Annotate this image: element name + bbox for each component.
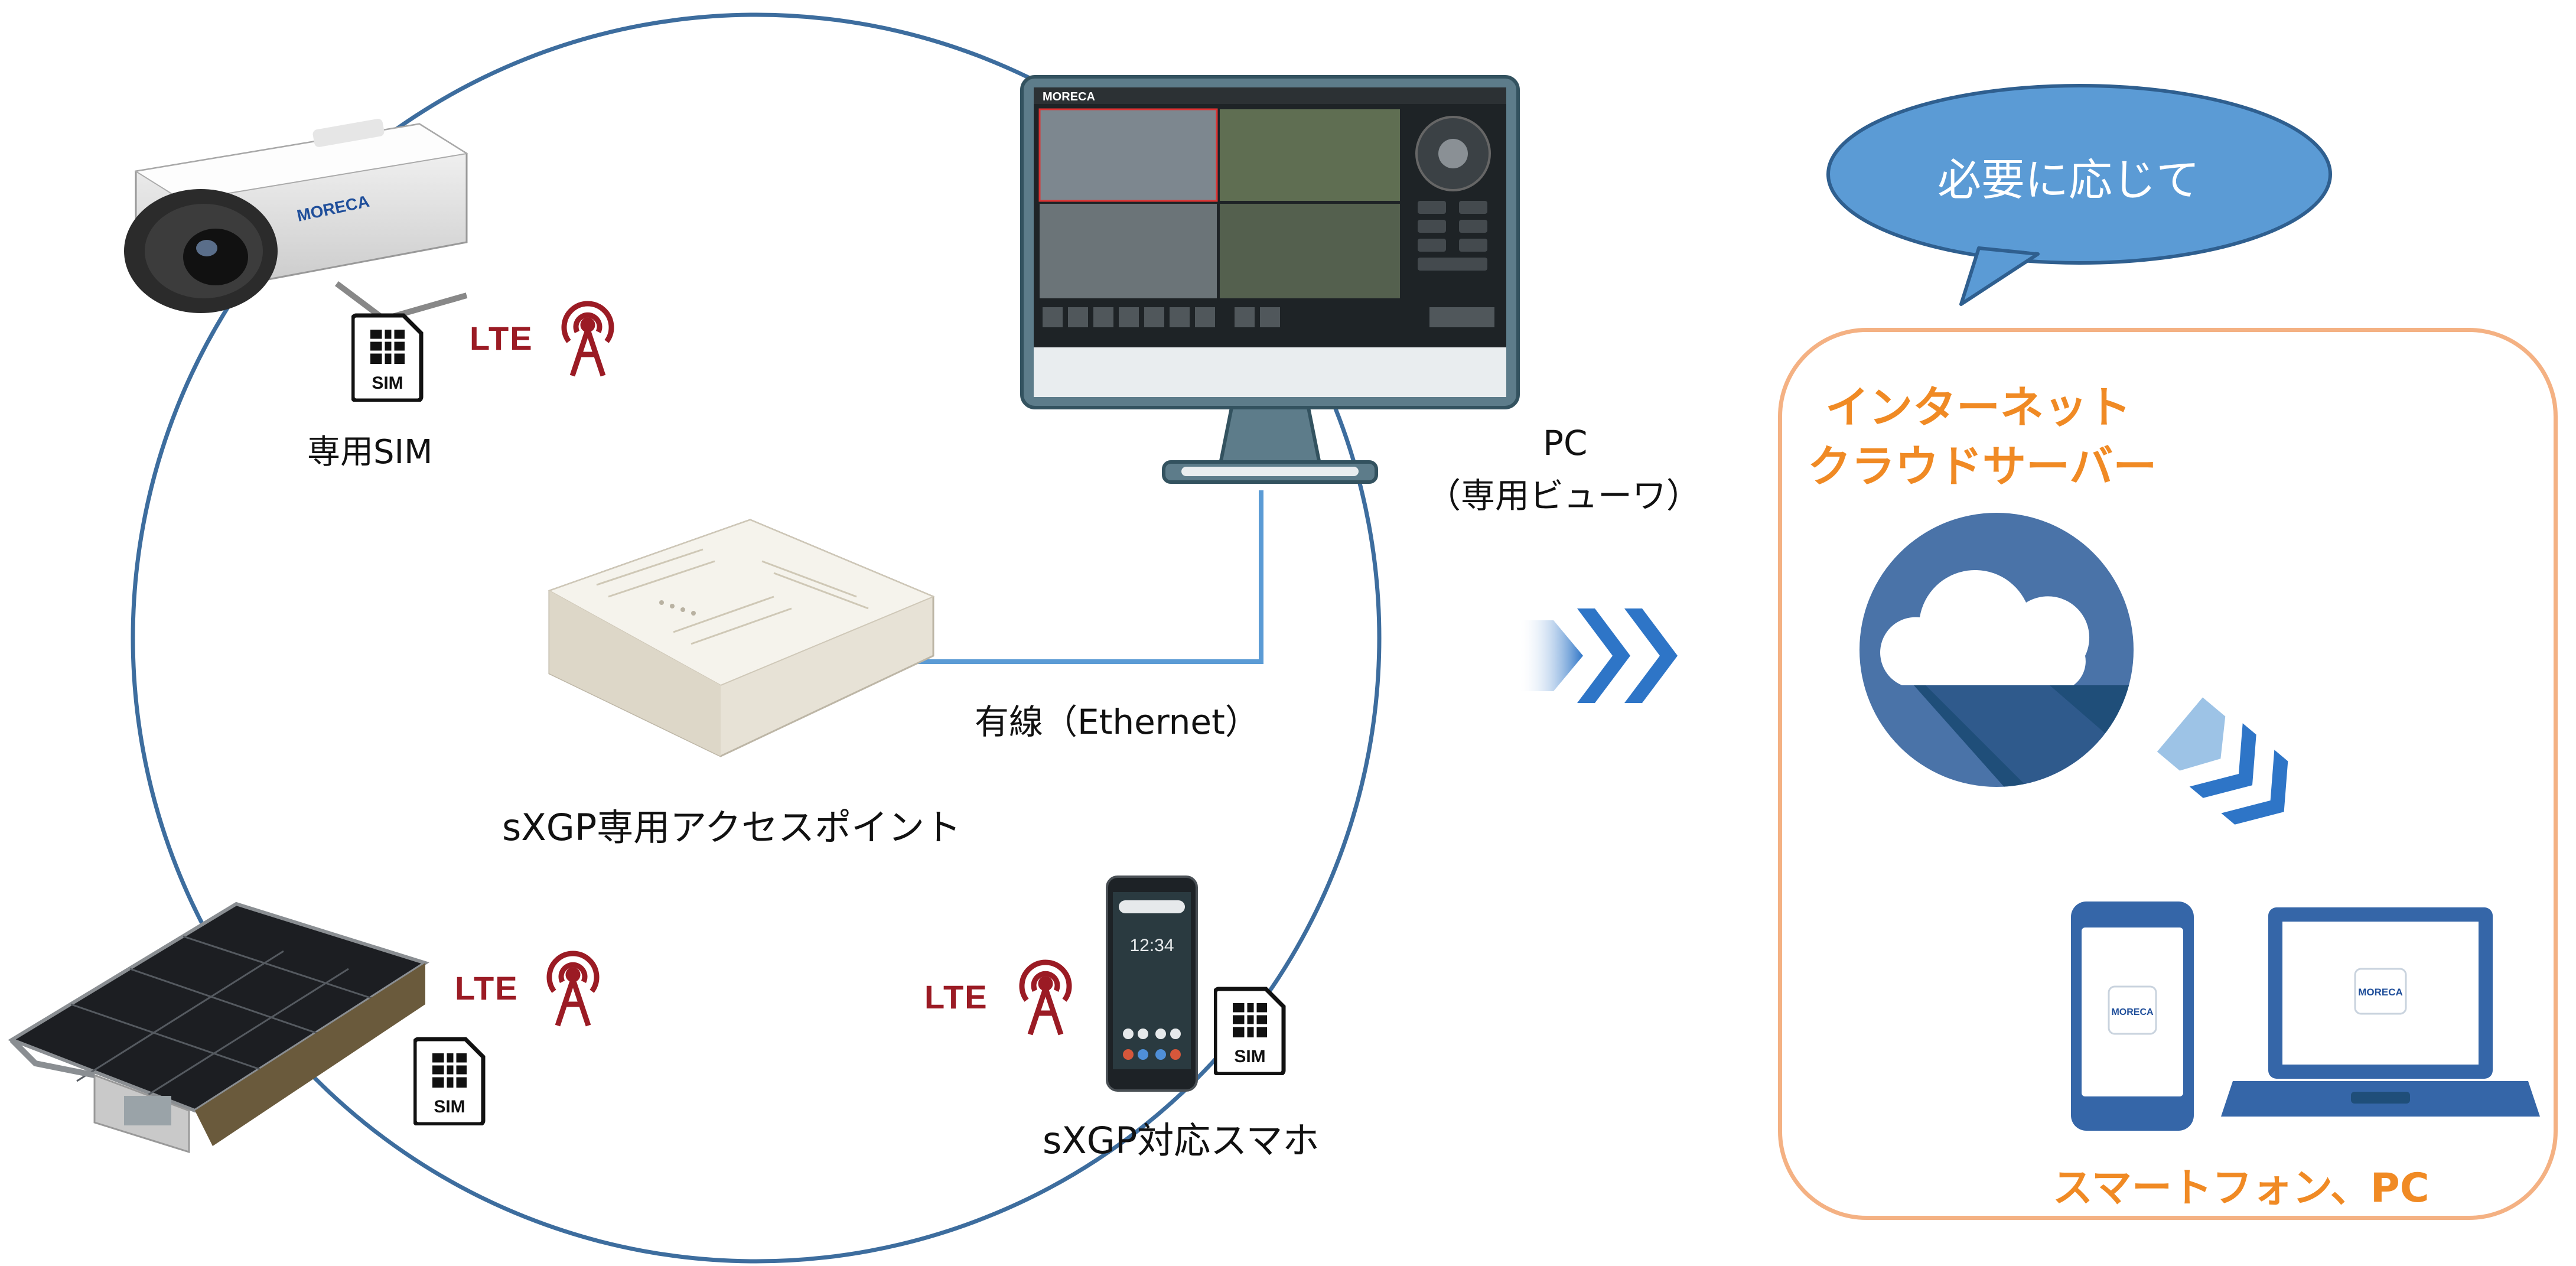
phone-device-icon: MORECA	[2071, 902, 2194, 1131]
wired-ethernet-caption: 有線（Ethernet）	[975, 702, 1259, 742]
lte-label-solar-camera: LTE	[455, 969, 519, 1007]
flow-arrows-right	[1518, 608, 1678, 703]
phone-app-label: MORECA	[2111, 1007, 2154, 1017]
smartphone-clock: 12:34	[1129, 936, 1174, 955]
pc-label-line1: PC	[1543, 423, 1588, 463]
pc-monitor-image: MORECA	[1020, 75, 1520, 484]
callout-bubble	[1826, 84, 2332, 306]
cloud-server-box	[1778, 328, 2558, 1220]
access-point-image	[548, 519, 935, 757]
solar-camera-image	[8, 902, 430, 1154]
cloud-title-line1: インターネット	[1825, 382, 2131, 433]
svg-text:SIM: SIM	[434, 1097, 465, 1117]
smartphone-image: 12:34	[1106, 876, 1198, 1092]
sim-card-icon-smartphone: SIM	[1213, 987, 1286, 1076]
antenna-icon-smartphone	[1019, 959, 1072, 1036]
antenna-icon-solar-camera	[546, 951, 600, 1027]
svg-text:SIM: SIM	[372, 373, 403, 393]
cloud-icon	[1859, 513, 2134, 787]
cloud-title-line2: クラウドサーバー	[1808, 441, 2157, 492]
antenna-icon-camera	[561, 301, 614, 377]
devices-caption: スマートフォン、PC	[2053, 1165, 2430, 1212]
lte-label-camera: LTE	[470, 320, 533, 357]
ethernet-cable	[898, 490, 1263, 664]
viewer-brand-text: MORECA	[1043, 90, 1095, 103]
access-point-caption: sXGP専用アクセスポイント	[502, 806, 962, 849]
sim-card-icon-solar-camera: SIM	[412, 1037, 486, 1127]
lte-label-smartphone: LTE	[924, 978, 988, 1016]
callout-text: 必要に応じて	[1937, 155, 2200, 206]
smartphone-caption: sXGP対応スマホ	[1043, 1119, 1320, 1162]
laptop-app-label: MORECA	[2358, 987, 2403, 998]
camera-sim-caption: 専用SIM	[307, 433, 433, 471]
flow-arrows-diagonal	[2157, 697, 2288, 825]
svg-text:SIM: SIM	[1234, 1047, 1265, 1066]
pc-label-line2: （専用ビューワ）	[1427, 476, 1701, 516]
bullet-camera-image: MORECA	[124, 119, 468, 323]
sim-card-icon-camera: SIM	[350, 313, 424, 403]
laptop-device-icon: MORECA	[2221, 907, 2540, 1117]
